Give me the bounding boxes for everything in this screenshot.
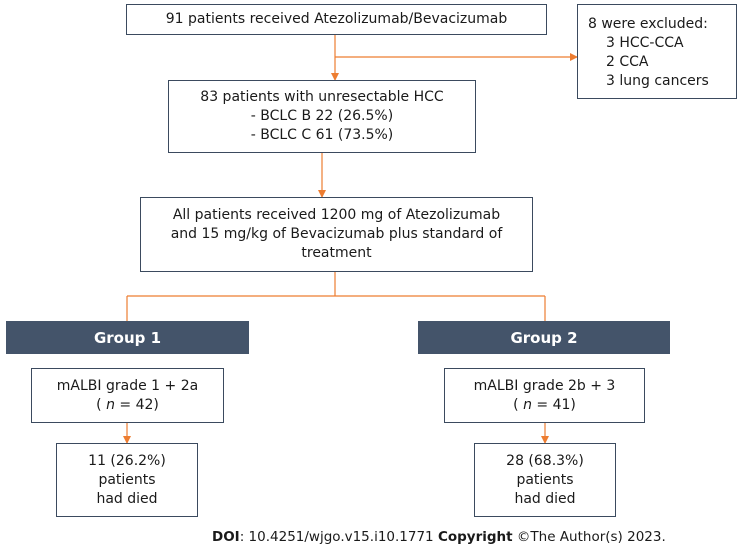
- excluded-box: 8 were excluded: 3 HCC-CCA 2 CCA 3 lung …: [577, 4, 737, 99]
- unresectable-line: 83 patients with unresectable HCC: [200, 89, 444, 105]
- group1-n-symbol: n: [106, 396, 115, 413]
- group1-n-prefix: (: [96, 396, 107, 413]
- copyright-label: Copyright: [437, 529, 513, 545]
- group2-n-prefix: (: [513, 396, 524, 413]
- top-box-text: 91 patients received Atezolizumab/Bevaci…: [165, 11, 508, 27]
- group1-outcome-line: had died: [96, 490, 158, 507]
- doi-label: DOI: [212, 529, 240, 545]
- group1-outcome-box: 11 (26.2%) patients had died: [56, 443, 198, 517]
- group2-outcome-box: 28 (68.3%) patients had died: [474, 443, 616, 517]
- group1-n: ( n = 42): [96, 396, 159, 415]
- copyright-value: ©The Author(s) 2023.: [512, 529, 666, 545]
- group2-outcome-line: 28 (68.3%): [506, 452, 584, 469]
- group1-outcome-line: 11 (26.2%): [88, 452, 166, 469]
- group1-header-label: Group 1: [93, 328, 162, 347]
- top-box: 91 patients received Atezolizumab/Bevaci…: [126, 4, 547, 35]
- excluded-item: 2 CCA: [606, 54, 649, 70]
- excluded-title: 8 were excluded:: [588, 16, 708, 32]
- footer-citation: DOI: 10.4251/wjgo.v15.i10.1771 Copyright…: [212, 529, 666, 545]
- treatment-line: and 15 mg/kg of Bevacizumab plus standar…: [170, 226, 503, 242]
- group2-header: Group 2: [418, 321, 670, 354]
- unresectable-line: - BCLC C 61 (73.5%): [250, 127, 394, 143]
- group1-outcome-line: patients: [98, 471, 156, 488]
- group1-criteria: mALBI grade 1 + 2a: [56, 377, 199, 394]
- group2-n-suffix: = 41): [531, 396, 576, 413]
- group2-n: ( n = 41): [513, 396, 576, 415]
- group1-criteria-box: mALBI grade 1 + 2a ( n = 42): [31, 368, 224, 423]
- unresectable-line: - BCLC B 22 (26.5%): [250, 108, 394, 124]
- group2-criteria: mALBI grade 2b + 3: [473, 377, 616, 394]
- treatment-line: All patients received 1200 mg of Atezoli…: [172, 207, 501, 223]
- group2-header-label: Group 2: [510, 328, 578, 347]
- treatment-line: treatment: [301, 245, 372, 261]
- group2-criteria-box: mALBI grade 2b + 3 ( n = 41): [444, 368, 645, 423]
- group2-outcome-line: patients: [516, 471, 574, 488]
- excluded-item: 3 lung cancers: [606, 73, 709, 89]
- excluded-item: 3 HCC-CCA: [606, 35, 684, 51]
- group2-n-symbol: n: [523, 396, 532, 413]
- unresectable-box: 83 patients with unresectable HCC - BCLC…: [168, 80, 476, 153]
- group1-header: Group 1: [6, 321, 249, 354]
- group1-n-suffix: = 42): [114, 396, 159, 413]
- group2-outcome-line: had died: [514, 490, 576, 507]
- treatment-box: All patients received 1200 mg of Atezoli…: [140, 197, 533, 272]
- doi-value: : 10.4251/wjgo.v15.i10.1771: [239, 529, 438, 545]
